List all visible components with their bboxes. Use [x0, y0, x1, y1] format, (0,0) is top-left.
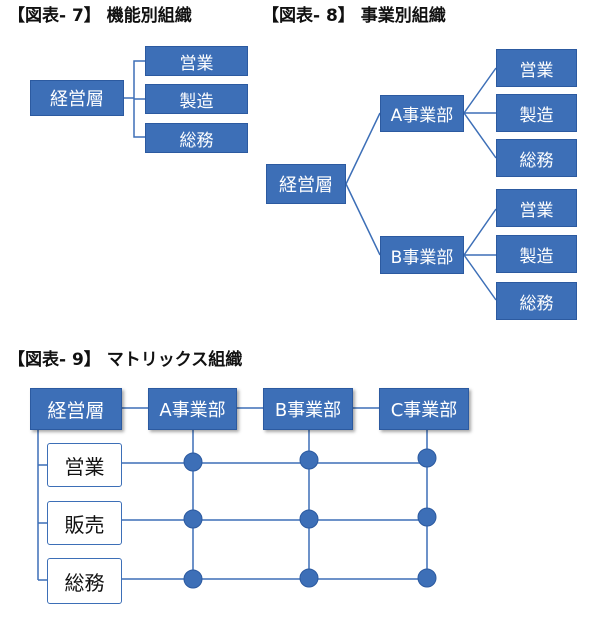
- figure8-title: 【図表- 8】 事業別組織: [262, 6, 446, 26]
- fig7-dept-box: 営業: [145, 46, 248, 76]
- matrix-node: [417, 507, 437, 527]
- matrix-node: [183, 509, 203, 529]
- matrix-node: [183, 452, 203, 472]
- fig9-root-box: 経営層: [30, 388, 122, 430]
- fig8-dept-box: 製造: [496, 94, 577, 132]
- fig9-left-bracket: [37, 430, 47, 581]
- fig8-a-connector: [463, 67, 497, 159]
- figure9-title: 【図表- 9】 マトリックス組織: [8, 350, 243, 370]
- fig8-dept-box: 製造: [496, 235, 577, 273]
- fig9-division-box: A事業部: [148, 388, 237, 430]
- matrix-node: [183, 569, 203, 589]
- fig8-division-box: A事業部: [380, 95, 464, 132]
- fig8-b-connector: [463, 208, 497, 301]
- fig9-division-box: B事業部: [263, 388, 353, 430]
- matrix-node: [299, 509, 319, 529]
- fig7-root-box: 経営層: [30, 80, 124, 116]
- matrix-node: [417, 568, 437, 588]
- fig9-function-box: 総務: [47, 558, 122, 604]
- fig9-grid-horizontal: [122, 462, 427, 580]
- fig9-division-box: C事業部: [379, 388, 469, 430]
- fig8-root-box: 経営層: [266, 164, 346, 204]
- fig8-dept-box: 総務: [496, 139, 577, 177]
- fig9-function-box: 販売: [47, 501, 122, 545]
- fig8-dept-box: 総務: [496, 282, 577, 320]
- fig8-division-box: B事業部: [380, 236, 464, 274]
- fig8-root-connector: [345, 112, 381, 256]
- fig7-dept-box: 総務: [145, 123, 248, 153]
- fig8-dept-box: 営業: [496, 189, 577, 227]
- fig8-dept-box: 営業: [496, 49, 577, 87]
- fig7-bracket-connector: [124, 60, 145, 138]
- fig9-function-box: 営業: [47, 443, 122, 487]
- matrix-node: [299, 568, 319, 588]
- matrix-node: [417, 448, 437, 468]
- fig7-dept-box: 製造: [145, 84, 248, 114]
- figure7-title: 【図表- 7】 機能別組織: [8, 6, 192, 26]
- matrix-node: [299, 450, 319, 470]
